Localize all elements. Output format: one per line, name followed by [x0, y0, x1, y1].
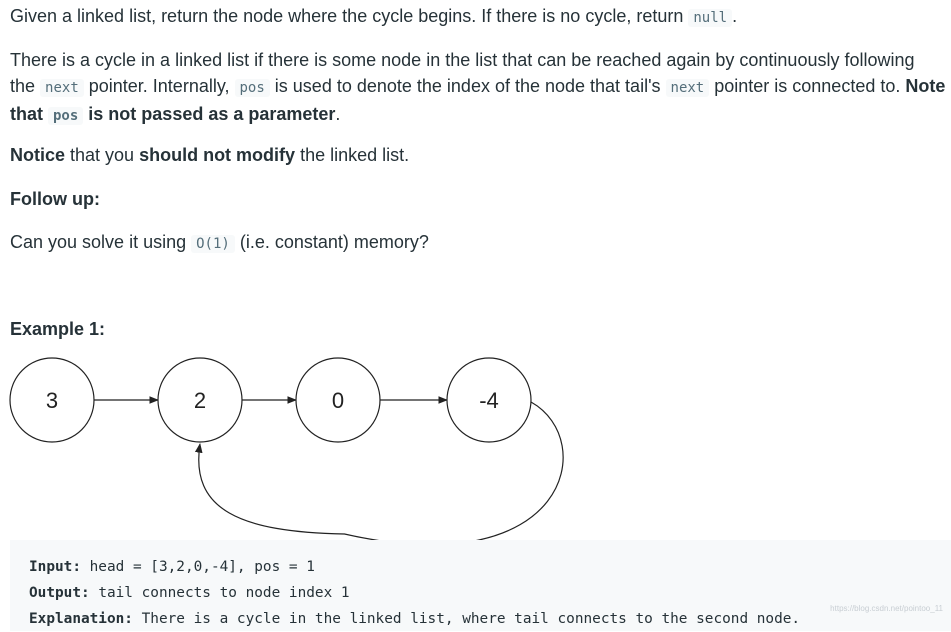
intro-text: Given a linked list, return the node whe… — [10, 6, 689, 26]
output-line: Output: tail connects to node index 1 — [29, 585, 350, 601]
example-heading: Example 1: — [10, 319, 106, 339]
definition-line-2: the next pointer. Internally, pos is use… — [10, 76, 946, 97]
list-node-label-1: 2 — [194, 388, 206, 413]
follow-up-heading: Follow up: — [10, 189, 100, 209]
cycle-definition-paragraph: There is a cycle in a linked list if the… — [10, 47, 945, 129]
example-code-block: Input: head = [3,2,0,-4], pos = 1 Output:… — [10, 540, 951, 631]
pos-code-bold: pos — [48, 107, 84, 125]
watermark: https://blog.csdn.net/pointoo_11 — [830, 604, 943, 613]
next-code-2: next — [665, 79, 710, 97]
cycle-back-arrow — [194, 401, 564, 540]
list-node-label-2: 0 — [332, 388, 344, 413]
list-node-2 — [295, 357, 381, 443]
intro-period: . — [732, 6, 738, 26]
definition-line-1: There is a cycle in a linked list if the… — [10, 50, 915, 70]
o1-code: O(1) — [191, 235, 235, 253]
null-code: null — [688, 9, 733, 27]
input-line: Input: head = [3,2,0,-4], pos = 1 — [29, 559, 315, 575]
list-node-label-0: 3 — [46, 388, 58, 413]
note-bold: Note — [905, 76, 946, 96]
explanation-line: Explanation: There is a cycle in the lin… — [29, 611, 801, 627]
notice-paragraph: Notice that you should not modify the li… — [10, 145, 410, 165]
list-node-label-3: -4 — [479, 388, 499, 413]
linked-list-diagram: 3 2 0 -4 — [9, 357, 564, 540]
list-node-0 — [9, 357, 95, 443]
pos-code: pos — [234, 79, 270, 97]
list-node-1 — [157, 357, 243, 443]
intro-paragraph: Given a linked list, return the node whe… — [10, 3, 737, 31]
definition-line-3: that pos is not passed as a parameter. — [10, 104, 341, 125]
follow-up-paragraph: Can you solve it using O(1) (i.e. consta… — [10, 232, 429, 253]
next-code: next — [40, 79, 84, 97]
list-node-3 — [446, 357, 532, 443]
